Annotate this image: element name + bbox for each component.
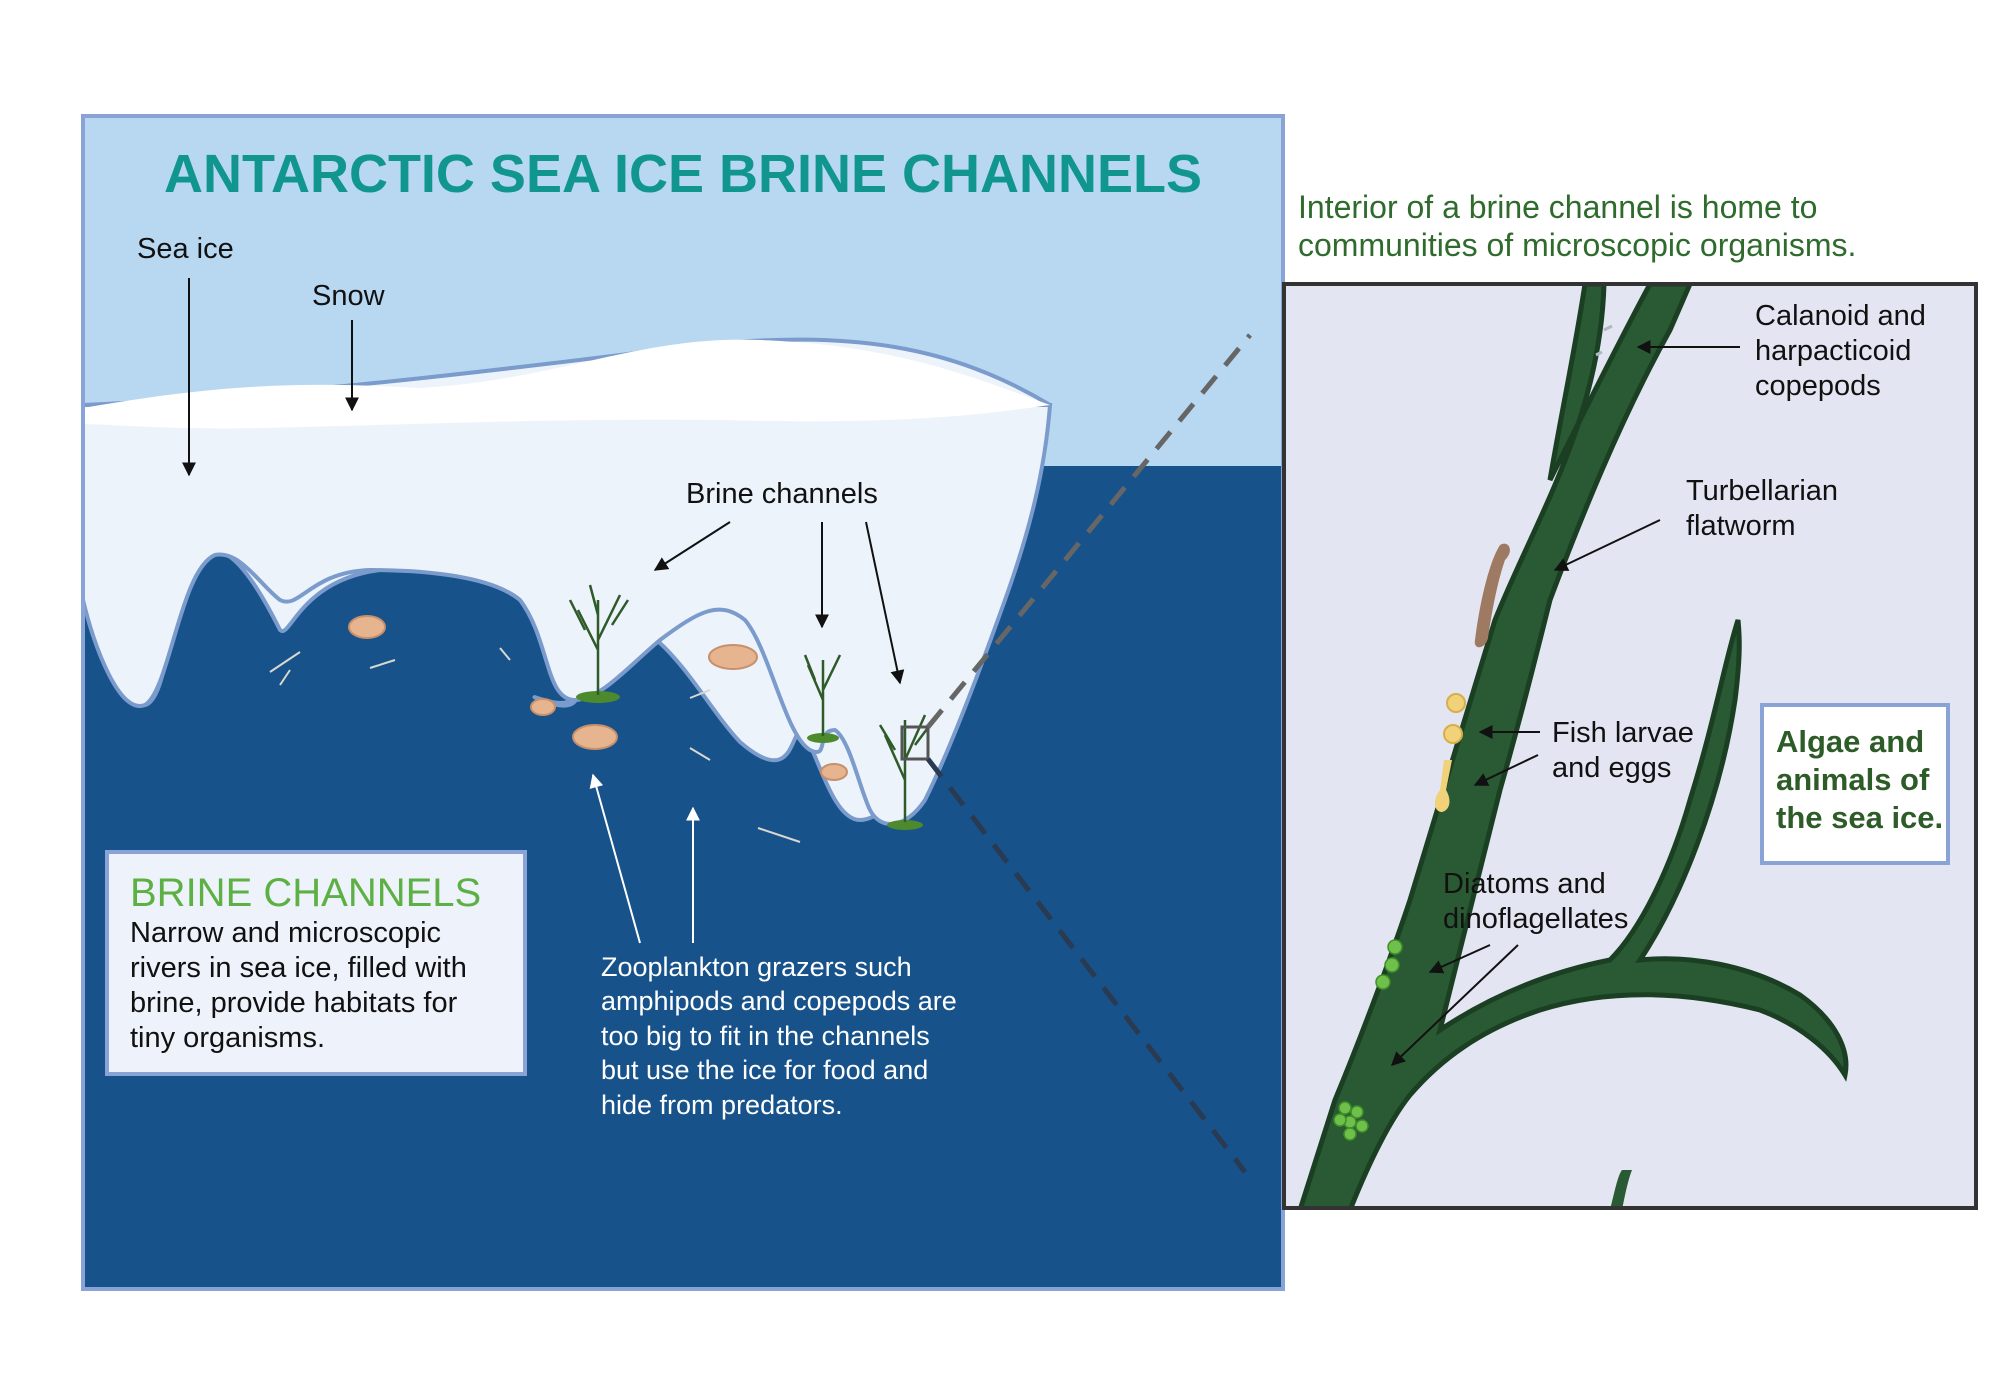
zoo-note-line: hide from predators. (601, 1090, 843, 1120)
label-fish: and eggs (1552, 752, 1671, 784)
info-line: brine, provide habitats for (130, 987, 458, 1019)
right-heading-line: communities of microscopic organisms. (1298, 227, 1856, 263)
label-fish: Fish larvae (1552, 717, 1694, 749)
info-box: BRINE CHANNELS Narrow and microscopic ri… (105, 850, 527, 1076)
badge-line: Algae and (1776, 724, 1924, 759)
diagram-title: ANTARCTIC SEA ICE BRINE CHANNELS (164, 144, 1202, 204)
arrow-brine-1 (653, 521, 731, 571)
right-panel: Interior of a brine channel is home to c… (1282, 189, 1978, 1210)
right-heading-line: Interior of a brine channel is home to (1298, 189, 1817, 225)
zoo-note-line: amphipods and copepods are (601, 986, 957, 1016)
algae-strands (568, 584, 931, 822)
info-heading: BRINE CHANNELS (130, 871, 481, 915)
label-sea-ice: Sea ice (137, 233, 234, 265)
arrow-zoo-1 (589, 773, 641, 944)
algae-mat (807, 733, 839, 743)
zoo-note-line: but use the ice for food and (601, 1055, 928, 1085)
info-line: rivers in sea ice, filled with (130, 952, 467, 984)
label-diatoms: Diatoms and (1443, 868, 1606, 900)
label-flatworm: flatworm (1686, 510, 1796, 542)
fish-egg (1446, 693, 1466, 713)
right-panel-border (1282, 282, 1978, 1210)
label-snow: Snow (312, 280, 386, 312)
zoo-note-line: too big to fit in the channels (601, 1021, 930, 1051)
label-brine-channels: Brine channels (686, 478, 878, 510)
diatoms-cluster (1333, 939, 1403, 1141)
fish-egg (1443, 724, 1463, 744)
zoom-box (900, 725, 930, 761)
info-line: tiny organisms. (130, 1022, 325, 1054)
zoom-line-bottom (926, 757, 1247, 1174)
sea-ice-outline (83, 403, 1053, 826)
label-copepods: Calanoid and (1755, 300, 1926, 332)
zoo-note-line: Zooplankton grazers such (601, 952, 912, 982)
copepod-organism (1595, 324, 1613, 357)
badge-line: animals of (1776, 762, 1930, 797)
badge-box: Algae and animals of the sea ice. (1760, 703, 1950, 865)
fish-larva (1434, 760, 1452, 812)
info-line: Narrow and microscopic (130, 917, 441, 949)
zoom-line-top (926, 333, 1252, 729)
zooplankton (269, 615, 848, 843)
label-flatworm: Turbellarian (1686, 475, 1838, 507)
flatworm-organism (1474, 543, 1510, 648)
badge-line: the sea ice. (1776, 800, 1943, 835)
left-panel: ANTARCTIC SEA ICE BRINE CHANNELS Sea ice… (81, 114, 1285, 1291)
arrow-diatoms-2 (1390, 944, 1519, 1066)
label-copepods: harpacticoid (1755, 335, 1911, 367)
algae-mat (887, 820, 923, 830)
arrow-diatoms-1 (1428, 944, 1491, 974)
algae-mat (576, 691, 620, 703)
snow-layer (83, 339, 1050, 429)
label-diatoms: dinoflagellates (1443, 903, 1628, 935)
arrow-fish-2 (1473, 754, 1539, 786)
arrow-flatworm (1553, 519, 1661, 571)
arrow-brine-3 (865, 521, 905, 685)
label-copepods: copepods (1755, 370, 1881, 402)
brine-channel-stub (1610, 1170, 1632, 1208)
